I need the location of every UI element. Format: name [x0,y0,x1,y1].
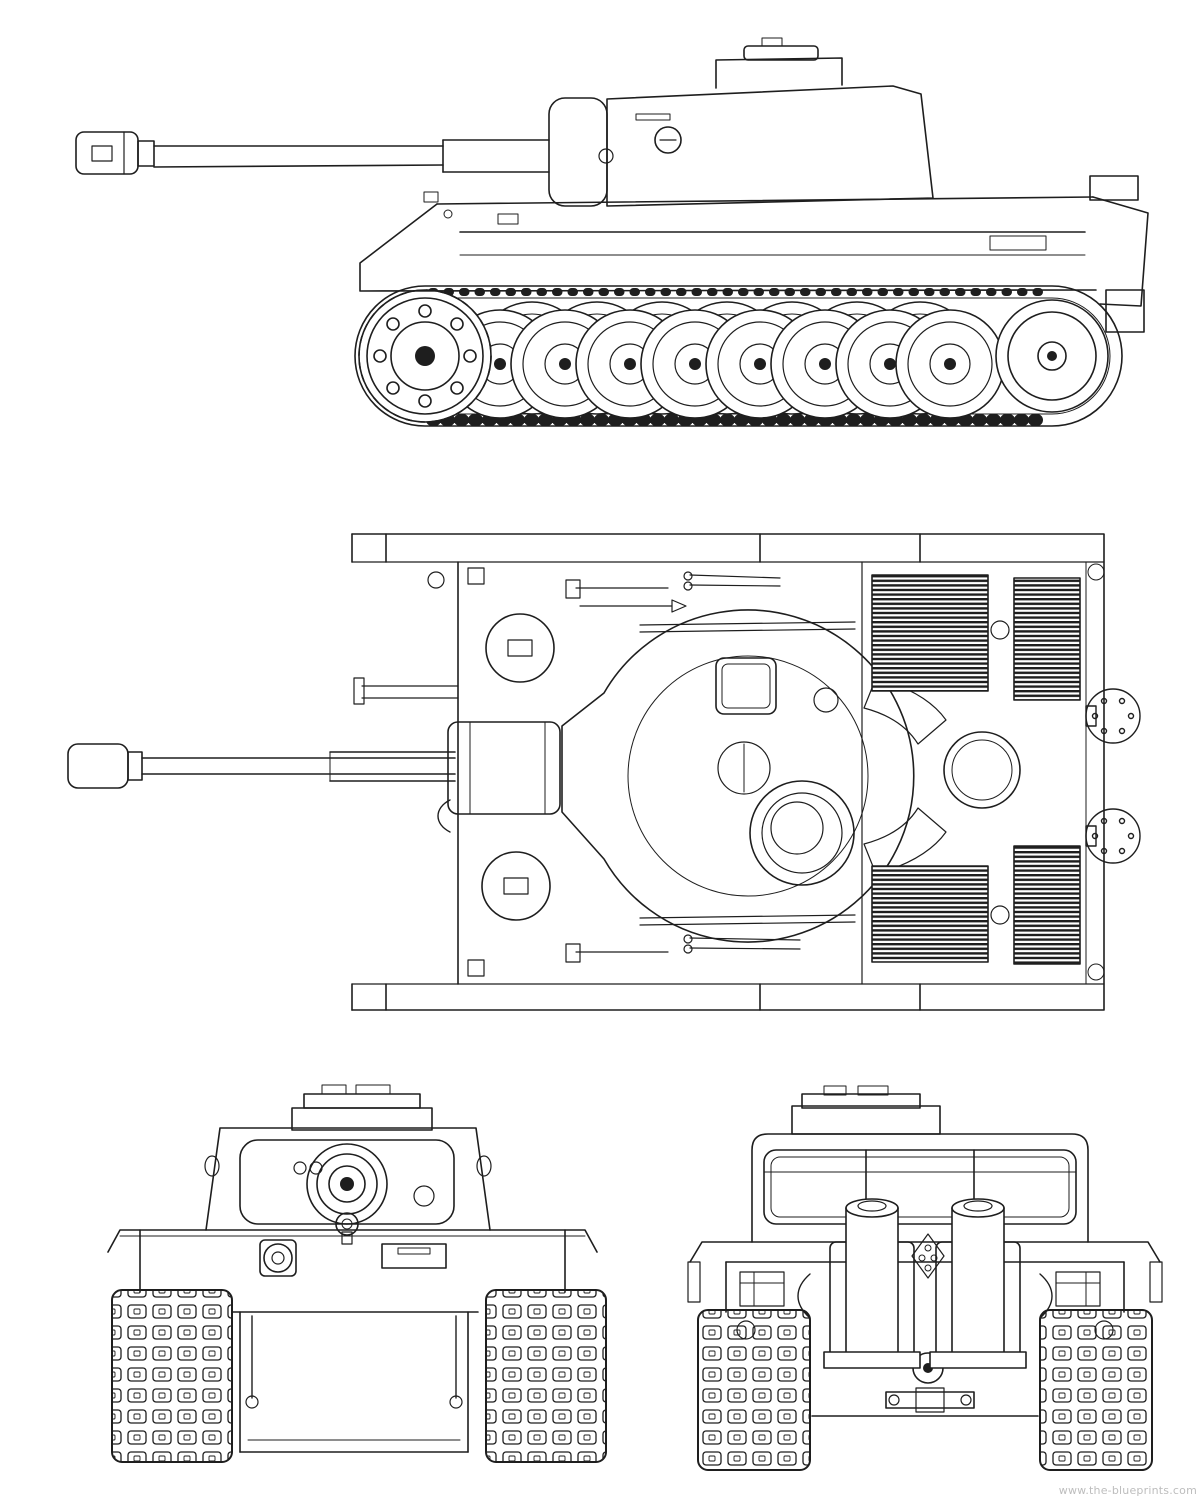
front-fenders [107,1229,598,1253]
exhaust-pipes [823,1198,1027,1369]
stowage-bin [763,1149,1077,1225]
left-track-rear [697,1309,811,1471]
hull-front [139,1212,566,1453]
pistol-port [654,126,682,154]
bow-mg-mount [259,1239,297,1277]
cupola-front [291,1107,433,1131]
top-view [67,533,1141,1011]
gun-barrel-top [67,721,561,815]
engine-deck [861,561,1105,985]
headlight-front [335,1212,359,1236]
left-track-front [111,1289,233,1463]
side-view [75,37,1149,427]
rear-view [687,1085,1163,1471]
pioneer-tools [467,567,856,977]
cupola-side [715,57,843,89]
drive-sprocket [358,289,492,423]
turret-rear [751,1085,1089,1243]
turret-front [204,1084,492,1231]
hull-side [359,175,1149,333]
engine-grille [1013,845,1081,965]
hull-top-outline [351,533,1105,1011]
air-cleaners [1085,688,1141,864]
road-wheels-front-row [445,309,1005,419]
right-track-rear [1039,1309,1153,1471]
idler-wheel [995,299,1109,413]
loader-hatch [715,657,777,715]
right-track-front [485,1289,607,1463]
engine-hatch [943,731,1021,809]
turret-side [548,37,934,207]
cupola-rear [791,1105,941,1135]
rear-fenders [689,1241,1161,1263]
gun-muzzle-front [306,1143,388,1225]
jack [885,1391,975,1409]
watermark-text: www.the-blueprints.com [1058,1484,1197,1497]
engine-grille [871,865,989,963]
driver-visor [381,1243,447,1269]
engine-grille [1013,577,1081,701]
front-view [107,1084,607,1463]
engine-grille [871,574,989,692]
gun-barrel [75,131,550,175]
cupola-top [749,780,855,886]
coax-mg-port [413,1185,435,1207]
headlights-top [481,613,555,921]
